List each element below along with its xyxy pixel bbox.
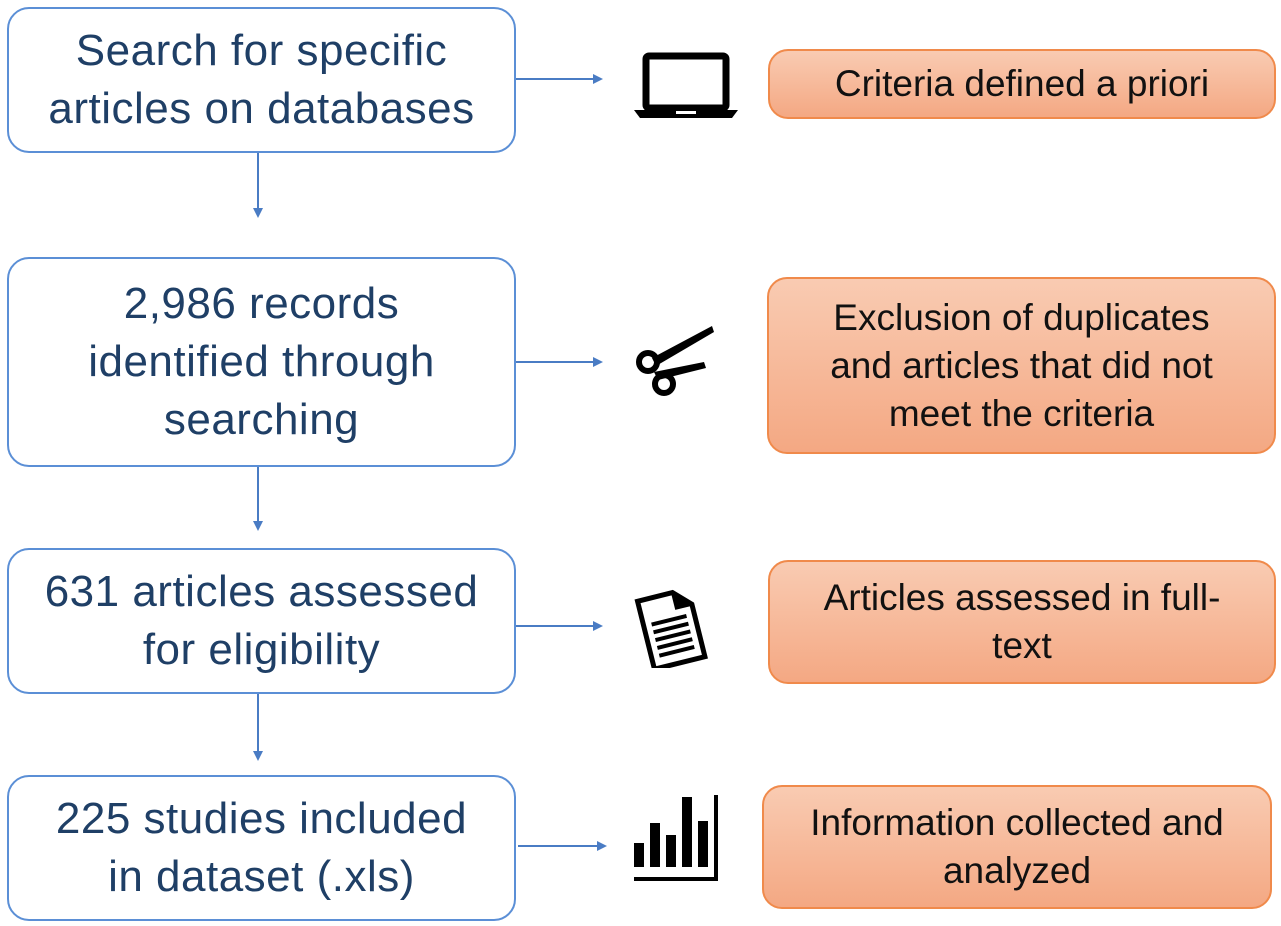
note-full-text: Articles assessed in full-text [768,560,1276,684]
step-search-databases: Search for specific articles on database… [7,7,516,153]
step-records-identified: 2,986 records identified through searchi… [7,257,516,467]
scissors-icon [636,326,714,396]
step-articles-assessed: 631 articles assessed for eligibility [7,548,516,694]
note-information-collected: Information collected and analyzed [762,785,1272,909]
bar-chart-icon [634,795,718,881]
step-studies-included: 225 studies included in dataset (.xls) [7,775,516,921]
note-criteria: Criteria defined a priori [768,49,1276,119]
document-icon [634,589,708,668]
laptop-icon [634,52,738,118]
note-exclusion: Exclusion of duplicates and articles tha… [767,277,1276,454]
